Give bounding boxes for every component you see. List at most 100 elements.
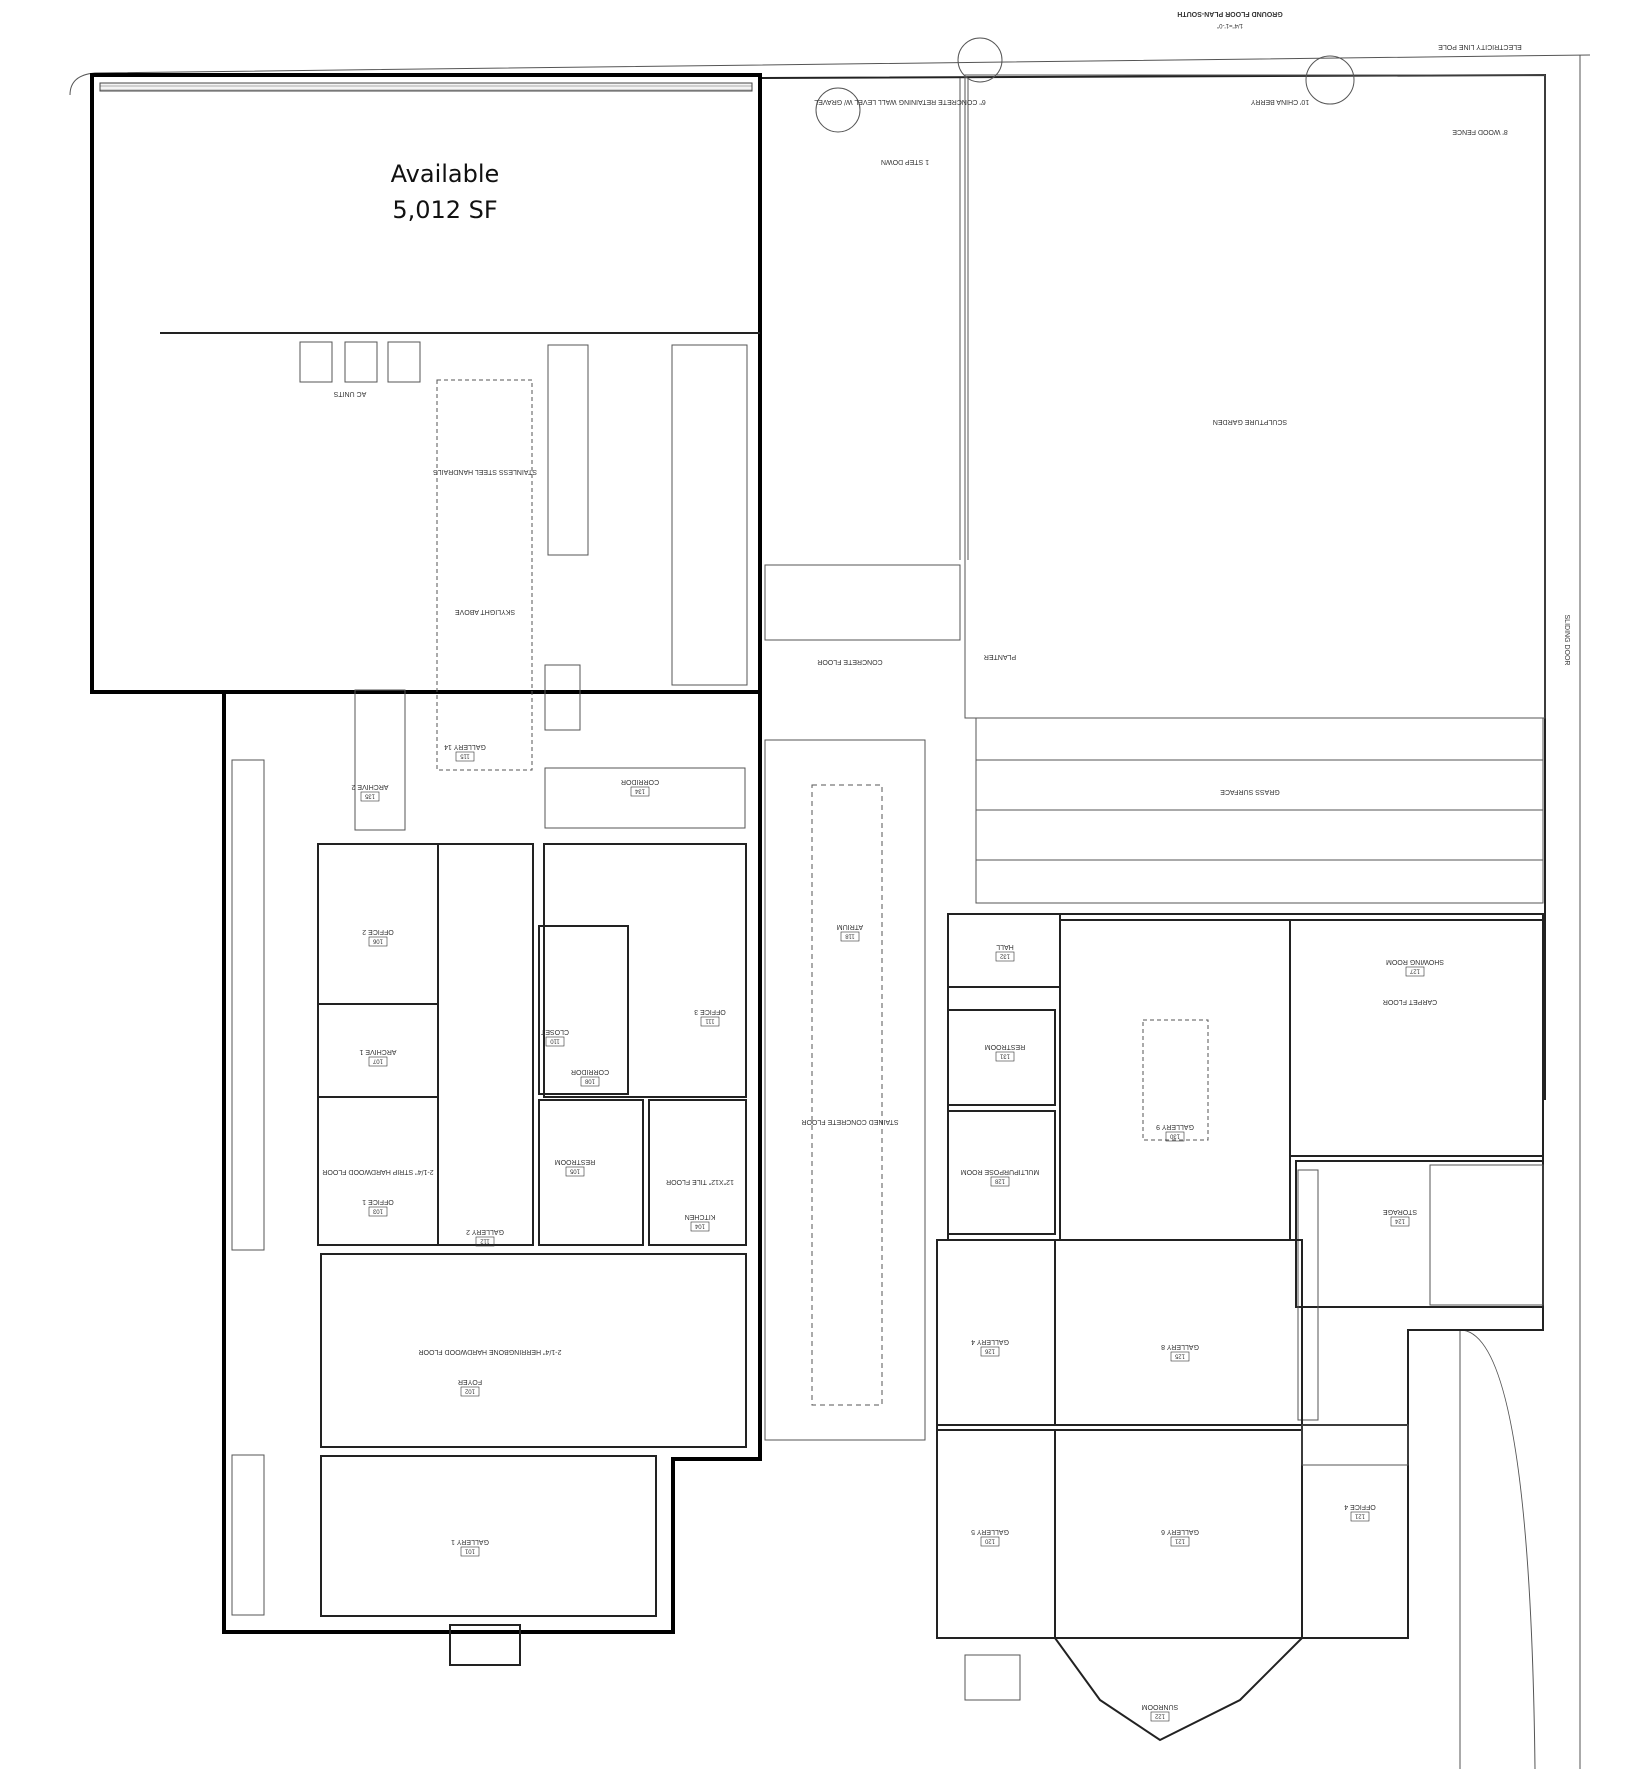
room-number: 120: [984, 1538, 995, 1544]
ac-units-label: AC UNITS: [333, 390, 366, 397]
room-label: 112 GALLERY 2: [466, 1228, 504, 1247]
room-name: ARCHIVE 1: [359, 1048, 396, 1055]
retaining-wall-note: 6" CONCRETE RETAINING WALL LEVEL W/ GRAV…: [814, 98, 986, 105]
room-label: 105 RESTROOM: [555, 1158, 596, 1177]
room-office-3: [543, 843, 747, 1098]
room-atrium: [764, 739, 926, 1441]
room-number: 105: [569, 1168, 580, 1174]
room-gallery-8: [1054, 1239, 1303, 1426]
room-number: 110: [550, 1038, 560, 1044]
room-name: CORRIDOR: [621, 778, 659, 785]
room-name: OFFICE 1: [362, 1198, 394, 1205]
room-name: RESTROOM: [985, 1043, 1026, 1050]
room-foyer: [320, 1253, 747, 1448]
room-name: GALLERY 4: [971, 1338, 1009, 1345]
room-name: KITCHEN: [685, 1213, 716, 1220]
room-label: 121 OFFICE 4: [1344, 1503, 1376, 1522]
room-number: 118: [845, 933, 855, 939]
room-name: GALLERY 9: [1156, 1123, 1194, 1130]
room-label: 131 RESTROOM: [985, 1043, 1026, 1062]
title-block: GROUND FLOOR PLAN-SOUTH 1/4"=1'-0": [1177, 10, 1282, 28]
room-number: 125: [1174, 1353, 1185, 1359]
room-number: 128: [994, 1178, 1005, 1184]
available-label: Available: [390, 160, 500, 188]
hardwood-note: 2-1/4" STRIP HARDWOOD FLOOR: [322, 1168, 433, 1175]
tile-note: 12"X12" TILE FLOOR: [666, 1178, 734, 1185]
room-number: 108: [584, 1078, 595, 1084]
room-label: 125 GALLERY 8: [1161, 1343, 1199, 1362]
room-name: ARCHIVE 2: [351, 783, 388, 790]
room-number: 106: [372, 938, 383, 944]
room-name: HALL: [996, 943, 1014, 950]
stairs-label: STAINLESS STEEL HANDRAILS: [433, 468, 537, 475]
room-number: 111: [705, 1018, 715, 1024]
concrete-floor-label: CONCRETE FLOOR: [817, 658, 882, 665]
herringbone-note: 2-1/4" HERRINGBONE HARDWOOD FLOOR: [419, 1348, 562, 1355]
room-label: 128 MULTIPURPOSE ROOM: [961, 1168, 1040, 1187]
building-outline-left: [222, 692, 762, 1634]
room-number: 102: [464, 1388, 475, 1394]
room-name: OFFICE 4: [1344, 1503, 1376, 1510]
room-number: 130: [1169, 1133, 1180, 1139]
room-label: 108 CORRIDOR: [571, 1068, 609, 1087]
room-number: 112: [480, 1238, 490, 1244]
room-number: 107: [372, 1058, 383, 1064]
room-number: 122: [1154, 1713, 1165, 1719]
room-archive-2: [354, 689, 406, 831]
room-number: 103: [372, 1208, 383, 1214]
garden-label: SCULPTURE GARDEN: [1213, 418, 1287, 425]
room-name: MULTIPURPOSE ROOM: [961, 1168, 1040, 1175]
tree-note: 10' CHINA BERRY: [1250, 98, 1309, 105]
room-number: 127: [1409, 968, 1420, 974]
room-office-4: [1301, 1424, 1409, 1639]
skylight-label: SKYLIGHT ABOVE: [455, 608, 516, 615]
grass-surface: [975, 717, 1544, 904]
room-label: 120 GALLERY 5: [971, 1528, 1009, 1547]
available-area: 5,012 SF: [392, 196, 498, 224]
planter-label: PLANTER: [984, 653, 1016, 660]
room-number: 121: [1354, 1513, 1365, 1519]
room-name: GALLERY 2: [466, 1228, 504, 1235]
room-restroom-131: [947, 1009, 1056, 1106]
room-kitchen: [648, 1099, 747, 1246]
room-gallery-4: [936, 1239, 1056, 1426]
room-name: GALLERY 5: [971, 1528, 1009, 1535]
room-closet-corridor: [538, 925, 629, 1095]
room-name: STORAGE: [1383, 1208, 1417, 1215]
electricity-note: ELECTRICITY LINE POLE: [1438, 43, 1522, 50]
room-name: SHOWING ROOM: [1386, 958, 1444, 965]
room-label: 110 CLOSET: [540, 1028, 569, 1047]
room-name: CORRIDOR: [571, 1068, 609, 1075]
room-name: RESTROOM: [555, 1158, 596, 1165]
room-restroom-105: [538, 1099, 644, 1246]
svg-text:1/4"=1'-0": 1/4"=1'-0": [1217, 22, 1243, 28]
room-number: 121: [1174, 1538, 1185, 1544]
room-name: GALLERY 8: [1161, 1343, 1199, 1350]
fence-note: 8' WOOD FENCE: [1452, 128, 1508, 135]
room-name: CLOSET: [540, 1028, 569, 1035]
room-label: 135 ARCHIVE 2: [351, 783, 388, 802]
room-gallery-1: [320, 1455, 657, 1617]
grass-label: GRASS SURFACE: [1220, 788, 1280, 795]
room-number: 101: [464, 1548, 475, 1554]
room-corridor-134: [544, 767, 746, 829]
room-label: 127 SHOWING ROOM: [1386, 958, 1444, 977]
fence-line: [759, 73, 1546, 1100]
building-outline-right: [936, 913, 1544, 1742]
room-name: GALLERY 14: [444, 743, 486, 750]
room-number: 131: [999, 1053, 1010, 1059]
room-label: 107 ARCHIVE 1: [359, 1048, 396, 1067]
room-number: 135: [364, 793, 375, 799]
